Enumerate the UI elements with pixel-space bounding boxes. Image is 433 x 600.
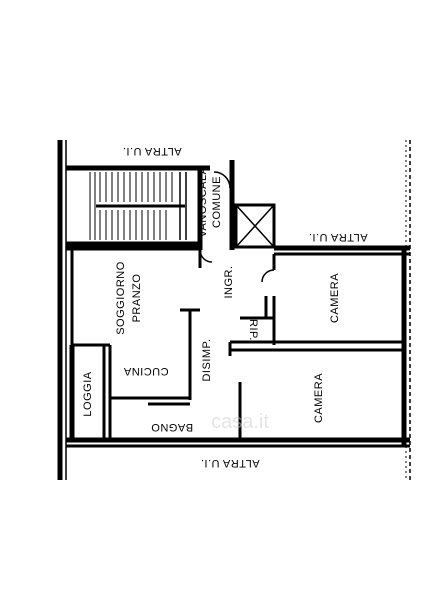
label-cucina: CUCINA xyxy=(123,365,168,377)
outer-walls xyxy=(57,140,411,480)
label-ingr: INGR. xyxy=(223,265,235,298)
label-altra-bottom: ALTRA U.I. xyxy=(200,457,259,469)
door-swings xyxy=(199,171,275,283)
label-altra-top: ALTRA U.I. xyxy=(122,145,181,157)
watermark: casa.it xyxy=(211,411,269,433)
room-labels: ALTRA U.I. ALTRA U.I. ALTRA U.I. VANOSCA… xyxy=(82,145,368,469)
stairs xyxy=(89,172,187,240)
label-loggia: LOGGIA xyxy=(82,371,94,416)
interior-walls xyxy=(69,250,404,440)
label-comune: COMUNE xyxy=(211,176,223,228)
label-disimp: DISIMP. xyxy=(201,338,213,381)
label-altra-right: ALTRA U.I. xyxy=(308,231,367,243)
label-pranzo: PRANZO xyxy=(131,274,143,323)
label-soggiorno: SOGGIORNO xyxy=(115,261,127,335)
label-camera-bottom: CAMERA xyxy=(313,373,325,423)
label-vanoscala: VANOSCALA xyxy=(197,166,209,237)
label-camera-top: CAMERA xyxy=(329,273,341,323)
label-rip: RIP. xyxy=(247,319,259,341)
label-bagno: BAGNO xyxy=(151,421,193,433)
